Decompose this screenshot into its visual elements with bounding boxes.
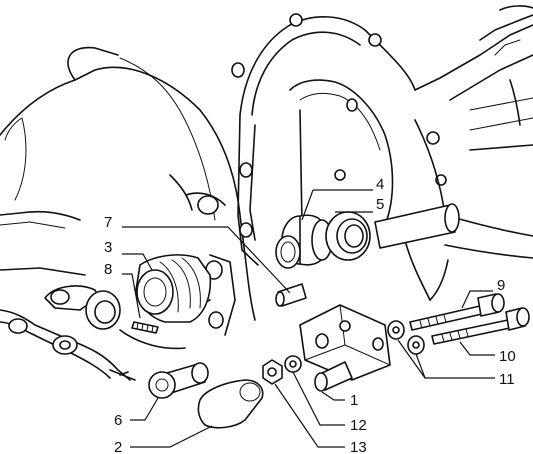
part-7-push-rod — [275, 283, 307, 307]
part-13-nut — [262, 359, 283, 385]
callout-6: 6 — [114, 412, 122, 429]
callout-13: 13 — [350, 439, 367, 454]
leader-lines — [122, 189, 495, 448]
callout-2: 2 — [114, 439, 122, 454]
input-shaft — [374, 203, 460, 249]
callout-1: 1 — [350, 392, 358, 409]
callout-4: 4 — [376, 176, 384, 193]
part-12-washer — [284, 355, 302, 373]
callout-numbers: 4 5 7 3 8 9 10 11 1 12 13 6 2 — [104, 176, 516, 454]
part-3-bellows-boot — [135, 254, 212, 323]
part-11-washers — [387, 320, 425, 355]
part-9-bolt — [409, 293, 505, 331]
callout-8: 8 — [104, 261, 112, 278]
callout-9: 9 — [497, 277, 505, 294]
linkage-rod — [0, 309, 136, 381]
part-10-bolt — [431, 307, 530, 345]
callout-11: 11 — [499, 371, 515, 388]
part-6-pivot-pin — [148, 362, 209, 399]
part-8-pin — [131, 321, 159, 334]
callout-10: 10 — [499, 348, 516, 365]
callout-12: 12 — [350, 417, 367, 434]
part-5-release-bearing — [325, 211, 371, 261]
center-housing — [231, 5, 533, 301]
shift-arm — [44, 285, 121, 330]
part-1-bracket — [299, 304, 391, 392]
callout-7: 7 — [104, 214, 112, 231]
part-4-dust-boot — [275, 214, 333, 269]
left-housing — [0, 46, 256, 350]
callout-5: 5 — [376, 196, 384, 213]
callout-3: 3 — [104, 239, 112, 256]
part-2-rubber-cap — [197, 379, 264, 429]
